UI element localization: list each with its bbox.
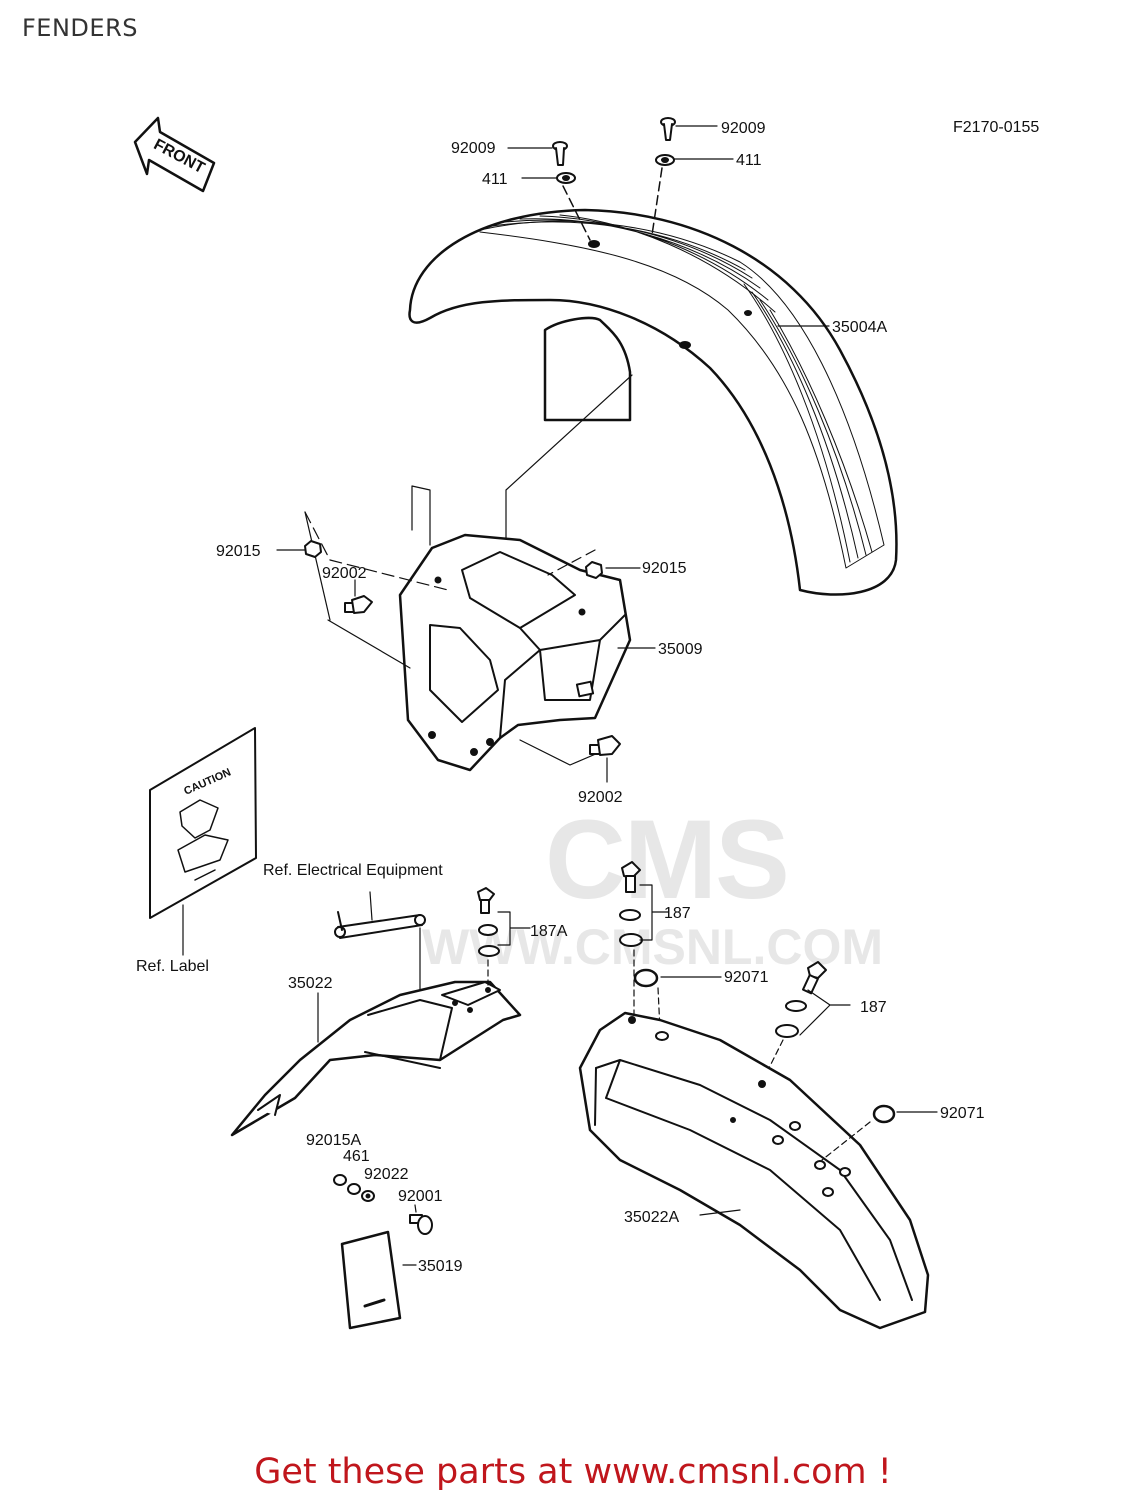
label-92002-lower: 92002 — [578, 789, 623, 806]
ref-label: Ref. Label — [136, 958, 209, 975]
caution-label-panel: CAUTION — [149, 727, 257, 956]
label-92001: 92001 — [398, 1188, 443, 1205]
label-461: 461 — [343, 1148, 370, 1165]
bolt-set-187A — [477, 887, 531, 986]
label-92009-right: 92009 — [721, 120, 766, 137]
label-92009-left: 92009 — [451, 140, 496, 157]
washer-461 — [347, 1183, 361, 1195]
label-411-left: 411 — [482, 171, 508, 188]
label-92071-upper: 92071 — [724, 969, 769, 986]
label-35004A: 35004A — [832, 319, 887, 336]
washer-411-left — [556, 172, 576, 184]
front-fender-35004A — [408, 208, 898, 596]
ref-electrical-equipment: Ref. Electrical Equipment — [263, 862, 443, 879]
grommet-92071-upper — [633, 968, 659, 988]
label-92022: 92022 — [364, 1166, 409, 1183]
label-92071-lower: 92071 — [940, 1105, 985, 1122]
grommet-92071-lower — [821, 1104, 896, 1161]
rear-fender-35022A — [578, 1011, 930, 1330]
mud-flap-35019 — [340, 1230, 402, 1330]
label-35022A: 35022A — [624, 1209, 679, 1226]
bolt-set-187-lower — [762, 961, 851, 1081]
label-35019: 35019 — [418, 1258, 463, 1275]
label-411-right: 411 — [736, 152, 762, 169]
label-35009: 35009 — [658, 641, 703, 658]
screw-92001 — [409, 1214, 433, 1235]
label-187A: 187A — [530, 923, 568, 940]
label-35022: 35022 — [288, 975, 333, 992]
wire-bracket — [334, 891, 426, 991]
label-92015-left: 92015 — [216, 543, 261, 560]
bolt-set-187-upper — [619, 861, 669, 947]
bolt-92009-left — [552, 141, 568, 166]
washer-411-right — [655, 154, 675, 166]
bolt-92002-upper — [344, 595, 373, 614]
bolt-92002-lower — [589, 735, 621, 756]
nut-92015-right — [585, 561, 603, 579]
watermark-logo: CMS — [545, 797, 790, 922]
label-92002-upper: 92002 — [322, 565, 367, 582]
nut-92015A — [333, 1174, 347, 1186]
label-92015A: 92015A — [306, 1132, 361, 1149]
label-187-upper: 187 — [664, 905, 691, 922]
part-labels: 92009 411 92009 411 F2170-0155 35004A 92… — [136, 119, 1039, 1275]
front-arrow-icon: FRONT — [133, 116, 216, 193]
nut-92015-left — [304, 540, 322, 558]
label-187-lower: 187 — [860, 999, 887, 1016]
fender-stay-35009 — [398, 533, 632, 772]
bolt-92009-right — [660, 117, 676, 141]
footer-promo-link[interactable]: Get these parts at www.cmsnl.com ! — [254, 1452, 892, 1492]
washer-92022 — [361, 1190, 375, 1202]
page-title: FENDERS — [22, 14, 138, 42]
label-92015-right: 92015 — [642, 560, 687, 577]
fenders-exploded-diagram: FRONT — [133, 116, 1039, 1330]
diagram-code: F2170-0155 — [953, 119, 1039, 136]
inner-fender-35022 — [230, 980, 522, 1137]
